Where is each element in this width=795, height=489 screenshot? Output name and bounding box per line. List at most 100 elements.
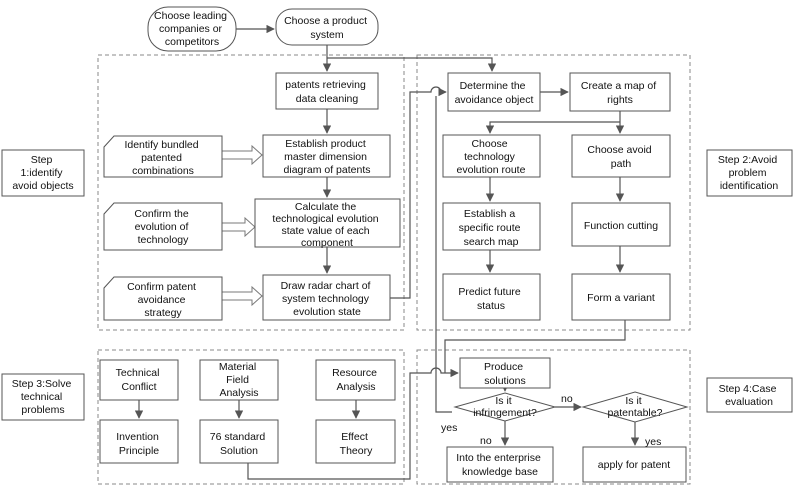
node-route-search-map: Establish a specific route search map	[442, 202, 541, 251]
node-text: patentable?	[608, 407, 663, 419]
node-text: infringement?	[473, 407, 537, 419]
node-text: diagram of patents	[284, 164, 371, 176]
svg-text:Step 4:Case evaluation: Step 4:Case evaluation	[719, 383, 780, 408]
node-text: Analysis	[336, 381, 375, 393]
node-text: specific route	[459, 222, 521, 234]
node-text: Choose a product	[284, 15, 367, 27]
node-text: Establish product	[285, 138, 366, 150]
node-text: search map	[464, 236, 519, 248]
node-text: Technical	[116, 367, 160, 379]
step3-frame	[97, 349, 405, 485]
node-text: knowledge base	[462, 466, 538, 478]
svg-text:Invention Principle: Invention Principle	[116, 431, 162, 457]
node-text: technological evolution	[272, 213, 378, 225]
connector-line	[444, 320, 626, 373]
node-technical-conflict: Technical Conflict	[99, 359, 179, 401]
svg-text:Into the enterprise know: Into the enterprise knowledge base	[456, 452, 544, 478]
step1-line: 1:identify	[21, 167, 64, 179]
node-text: Solution	[220, 445, 258, 457]
node-predict-status: Predict future status	[442, 273, 541, 321]
svg-text:Confirm the evolution of: Confirm the evolution of technology	[134, 208, 191, 246]
svg-text:Establish product master: Establish product master dimension diagr…	[284, 138, 371, 176]
node-identify-bundled: Identify bundled patented combinations	[103, 135, 223, 178]
node-calculate-state: Calculate the technological evolution st…	[254, 198, 401, 249]
node-text: Principle	[119, 445, 159, 457]
node-text: patented	[141, 152, 182, 164]
svg-text:Material Field Ana: Material Field Analysis	[219, 361, 259, 399]
node-text: Function cutting	[584, 220, 658, 232]
node-text: Confirm the	[134, 208, 188, 220]
step3-line: problems	[21, 404, 64, 416]
node-text: evolution state	[293, 306, 361, 318]
node-text: Form a variant	[587, 292, 655, 304]
node-text: state value of each	[281, 225, 369, 237]
decision-infringement: Is it infringement?	[453, 392, 557, 422]
node-text: apply for patent	[598, 459, 670, 471]
node-text: system technology	[282, 293, 370, 305]
step2-line: Step 2:Avoid	[718, 154, 778, 166]
node-text: system	[310, 29, 344, 41]
svg-text:Choose avoid path: Choose avoid path	[587, 144, 654, 170]
node-text: patents retrieving	[285, 79, 366, 91]
node-create-map: Create a map of rights	[569, 72, 671, 112]
node-form-variant: Form a variant	[571, 273, 671, 321]
svg-text:Technical Conflict: Technical Conflict	[116, 367, 163, 393]
node-produce-solutions: Produce solutions	[459, 357, 551, 389]
edge-label-no: no	[561, 393, 573, 405]
node-text: avoidance	[138, 294, 186, 306]
svg-text:Create a map of rights: Create a map of rights	[581, 80, 659, 106]
step3-line: Step 3:Solve	[12, 378, 72, 390]
node-choose-route: Choose technology evolution route	[442, 134, 541, 178]
step2-frame	[416, 54, 691, 331]
node-text: evolution of	[135, 221, 189, 233]
input-arrow	[221, 144, 263, 166]
node-text: Material	[219, 361, 256, 373]
node-text: Choose leading	[154, 10, 227, 22]
step4-line: evaluation	[725, 396, 773, 408]
node-text: rights	[607, 94, 633, 106]
svg-text:Step 3:Solve technical: Step 3:Solve technical problems	[12, 378, 74, 416]
node-patents-retrieving: patents retrieving data cleaning	[275, 72, 379, 110]
node-text: Analysis	[219, 387, 258, 399]
node-radar-chart: Draw radar chart of system technology ev…	[262, 274, 391, 321]
edge-label-no: no	[480, 435, 492, 447]
node-text: Effect	[341, 431, 368, 443]
svg-text:Confirm patent avoidance: Confirm patent avoidance strategy	[127, 281, 199, 319]
node-text: path	[611, 158, 632, 170]
svg-text:Resource Analysis: Resource Analysis	[332, 367, 380, 393]
input-arrow	[221, 216, 256, 238]
step2-label: Step 2:Avoid problem identification	[706, 149, 793, 197]
node-text: Field	[226, 374, 249, 386]
node-text: combinations	[132, 165, 194, 177]
node-text: Establish a	[464, 208, 516, 220]
step1-line: avoid objects	[12, 180, 73, 192]
node-text: Determine the	[460, 80, 526, 92]
svg-text:Step 1:identify av: Step 1:identify avoid objects	[12, 154, 73, 192]
svg-text:76 standard Solution: 76 standard Solution	[210, 431, 268, 457]
svg-text:apply for patent: apply for patent	[598, 459, 670, 471]
node-choose-product: Choose a product system	[275, 8, 379, 46]
node-confirm-evolution: Confirm the evolution of technology	[103, 202, 223, 251]
svg-text:Effect Theory: Effect Theory	[340, 431, 373, 457]
node-invention-principle: Invention Principle	[99, 419, 179, 464]
node-establish-master: Establish product master dimension diagr…	[262, 134, 391, 178]
node-text: strategy	[144, 307, 182, 319]
connector-arrow	[327, 57, 497, 72]
node-text: Produce	[484, 361, 523, 373]
node-text: Into the enterprise	[456, 452, 541, 464]
step3-line: technical	[21, 391, 62, 403]
connector-arrow	[390, 86, 447, 299]
decision-patentable: Is it patentable?	[581, 391, 689, 423]
connector-arrow	[247, 367, 459, 480]
node-text: Calculate the	[295, 201, 356, 213]
node-text: 76 standard	[210, 431, 266, 443]
node-text: avoidance object	[455, 94, 534, 106]
svg-text:Draw radar chart of syst: Draw radar chart of system technology ev…	[281, 280, 374, 318]
node-text: Choose avoid	[587, 144, 651, 156]
node-text: Create a map of	[581, 80, 656, 92]
node-text: competitors	[165, 36, 219, 48]
node-text: Conflict	[121, 381, 156, 393]
node-text: Predict future	[458, 286, 521, 298]
node-resource-analysis: Resource Analysis	[315, 359, 396, 401]
